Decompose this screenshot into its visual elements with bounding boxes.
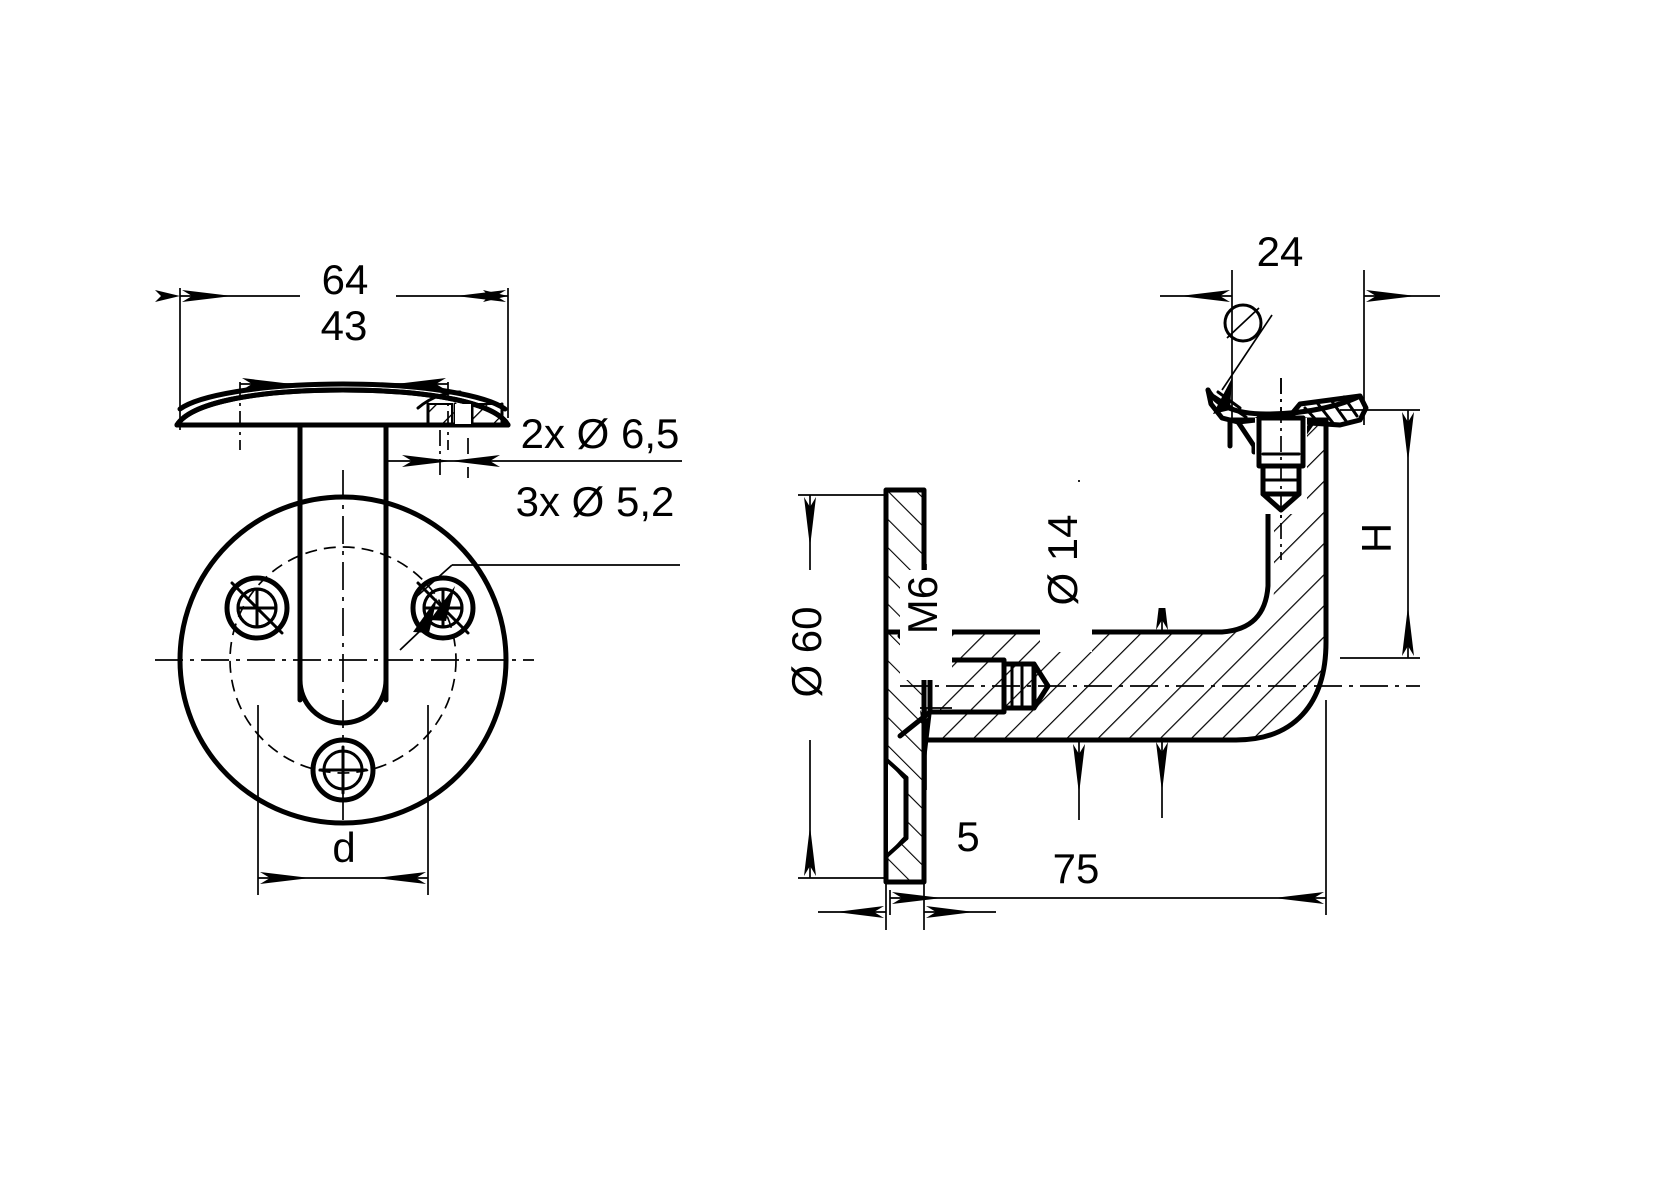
dimension-64-label: 64 — [322, 256, 369, 303]
bracket-arm-section — [900, 378, 1420, 743]
callout-2x-6-5-label: 2x Ø 6,5 — [521, 410, 680, 457]
dimension-height: H — [1340, 409, 1420, 659]
dimension-d: d — [257, 705, 429, 895]
dimension-d-label: d — [332, 824, 355, 871]
dimension-24-label: 24 — [1257, 228, 1304, 275]
front-view: 64 43 — [155, 256, 682, 895]
dimension-m6-label: M6 — [899, 576, 946, 634]
callout-3x-5-2: 3x Ø 5,2 — [399, 478, 680, 651]
dimension-projection-label: 75 — [1053, 845, 1100, 892]
dimension-arm-diameter: Ø 14 Ø 14 — [1035, 480, 1188, 820]
dimension-64: 64 — [155, 256, 509, 430]
dimension-height-label: H — [1353, 523, 1400, 553]
dimension-flange-thickness: 5 — [818, 813, 996, 930]
callout-3x-5-2-label: 3x Ø 5,2 — [516, 478, 675, 525]
screw-hole-left — [224, 575, 290, 641]
callout-2x-6-5: 2x Ø 6,5 — [387, 410, 682, 478]
saddle-front — [174, 381, 511, 428]
dimension-43-label: 43 — [321, 302, 368, 349]
side-section-view: 24 — [783, 228, 1440, 930]
dimension-projection: 75 — [889, 700, 1327, 915]
dimension-flange-diameter: Ø 60 — [783, 494, 886, 879]
dimension-arm-diameter-label-2: Ø 14 — [1039, 514, 1086, 605]
dimension-flange-diameter-label: Ø 60 — [783, 606, 830, 697]
dimension-m6: M6 — [899, 564, 952, 790]
screw-hole-bottom — [310, 737, 376, 803]
dimension-flange-thickness-label: 5 — [956, 813, 979, 860]
